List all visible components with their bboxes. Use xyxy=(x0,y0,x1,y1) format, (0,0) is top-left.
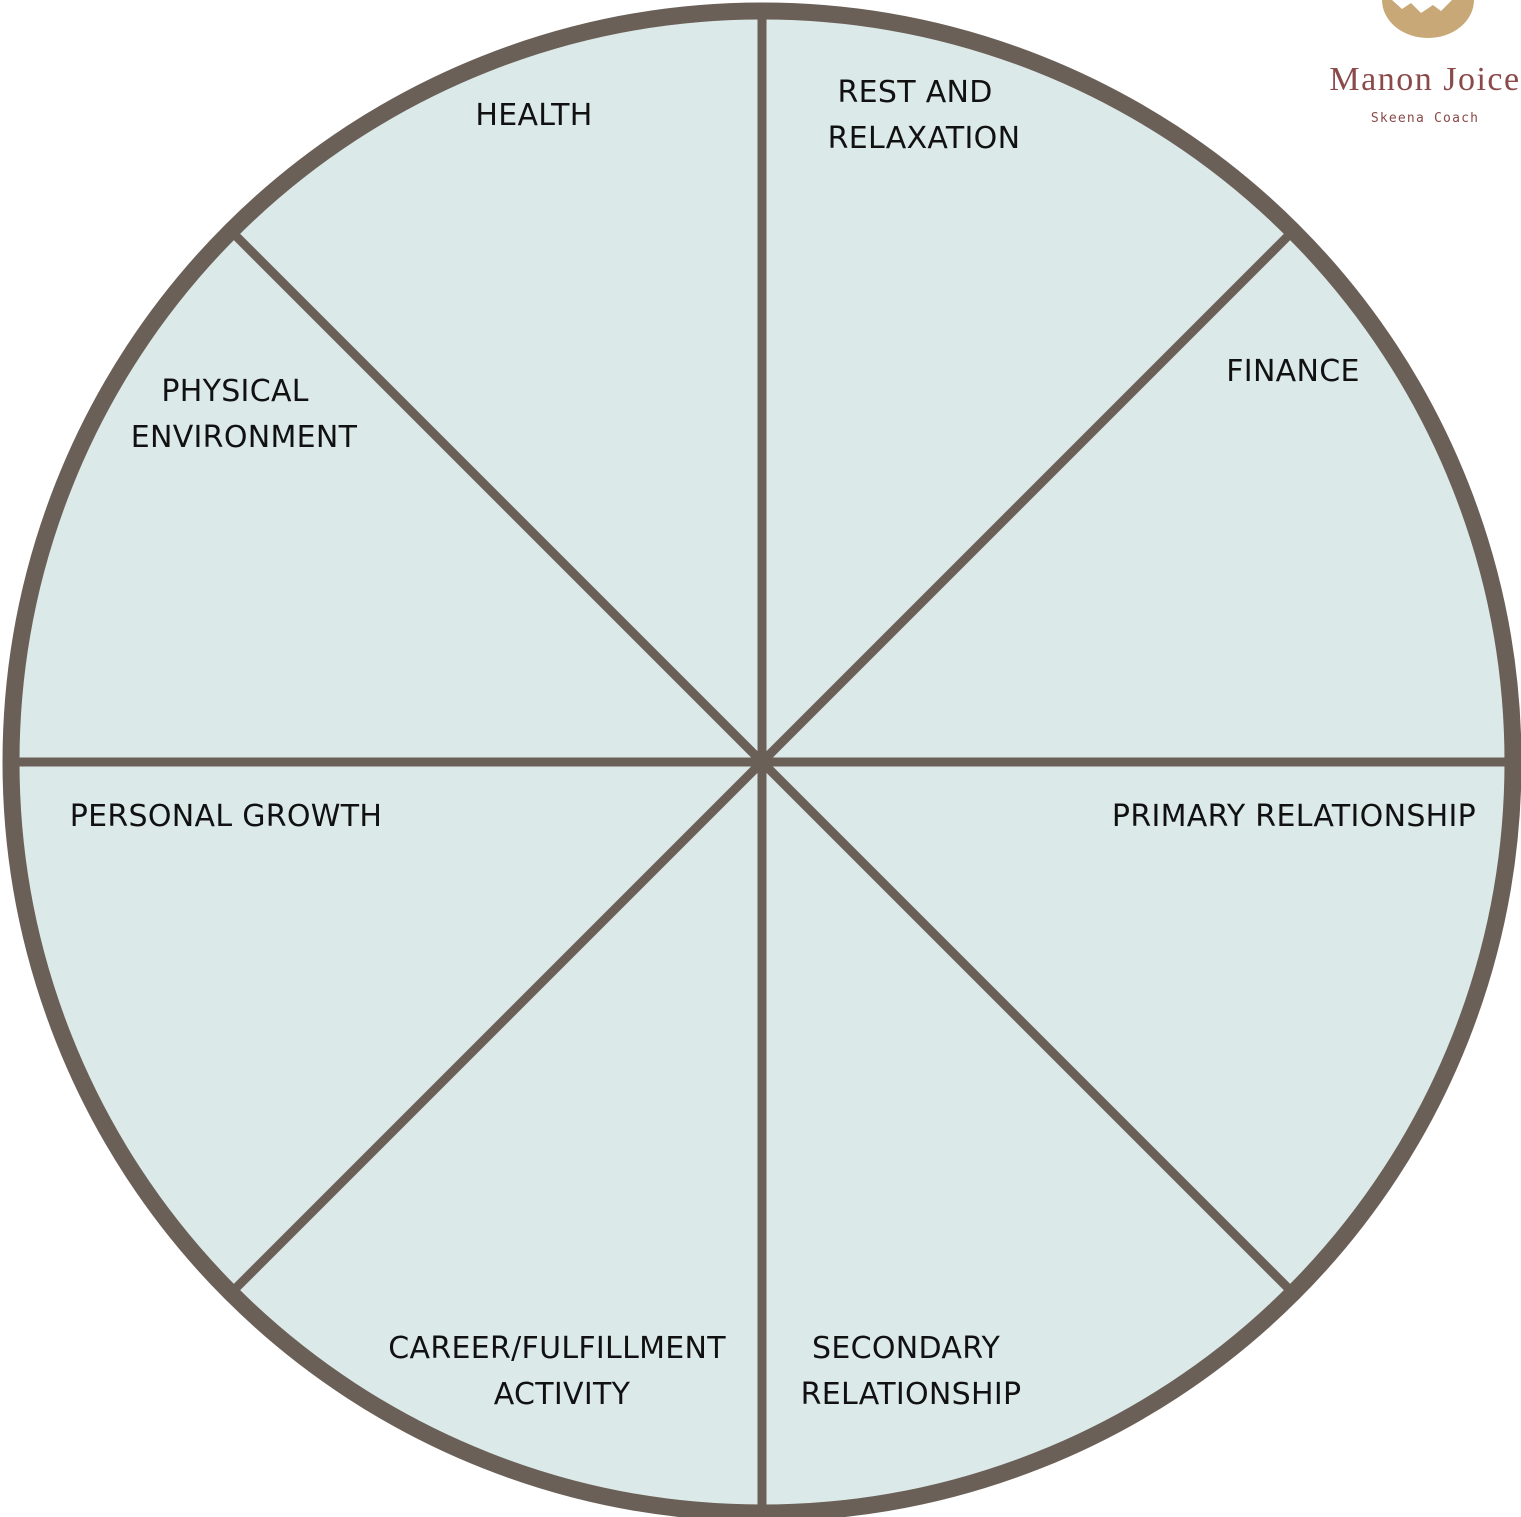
label-health: HEALTH xyxy=(475,98,592,133)
label-finance: FINANCE xyxy=(1226,354,1360,389)
segment-labels: HEALTH REST AND RELAXATION FINANCE PHYSI… xyxy=(70,75,1476,1412)
brand-tagline: Skeena Coach xyxy=(1371,111,1479,126)
label-rest-and-relaxation: REST AND RELAXATION xyxy=(828,75,1021,156)
brand-name: Manon Joice xyxy=(1329,61,1520,98)
label-secondary-relationship: SECONDARY RELATIONSHIP xyxy=(801,1331,1022,1412)
label-career-fulfillment-activity: CAREER/FULFILLMENT ACTIVITY xyxy=(388,1331,736,1412)
mountain-logo-icon xyxy=(1382,0,1474,38)
divider-diagonal-ne-sw xyxy=(227,227,1297,1297)
brand-logo: Manon Joice Skeena Coach xyxy=(1329,0,1520,126)
label-primary-relationship: PRIMARY RELATIONSHIP xyxy=(1112,799,1476,834)
wheel-dividers xyxy=(11,11,1513,1513)
label-physical-environment: PHYSICAL ENVIRONMENT xyxy=(131,374,358,455)
label-personal-growth: PERSONAL GROWTH xyxy=(70,799,383,834)
